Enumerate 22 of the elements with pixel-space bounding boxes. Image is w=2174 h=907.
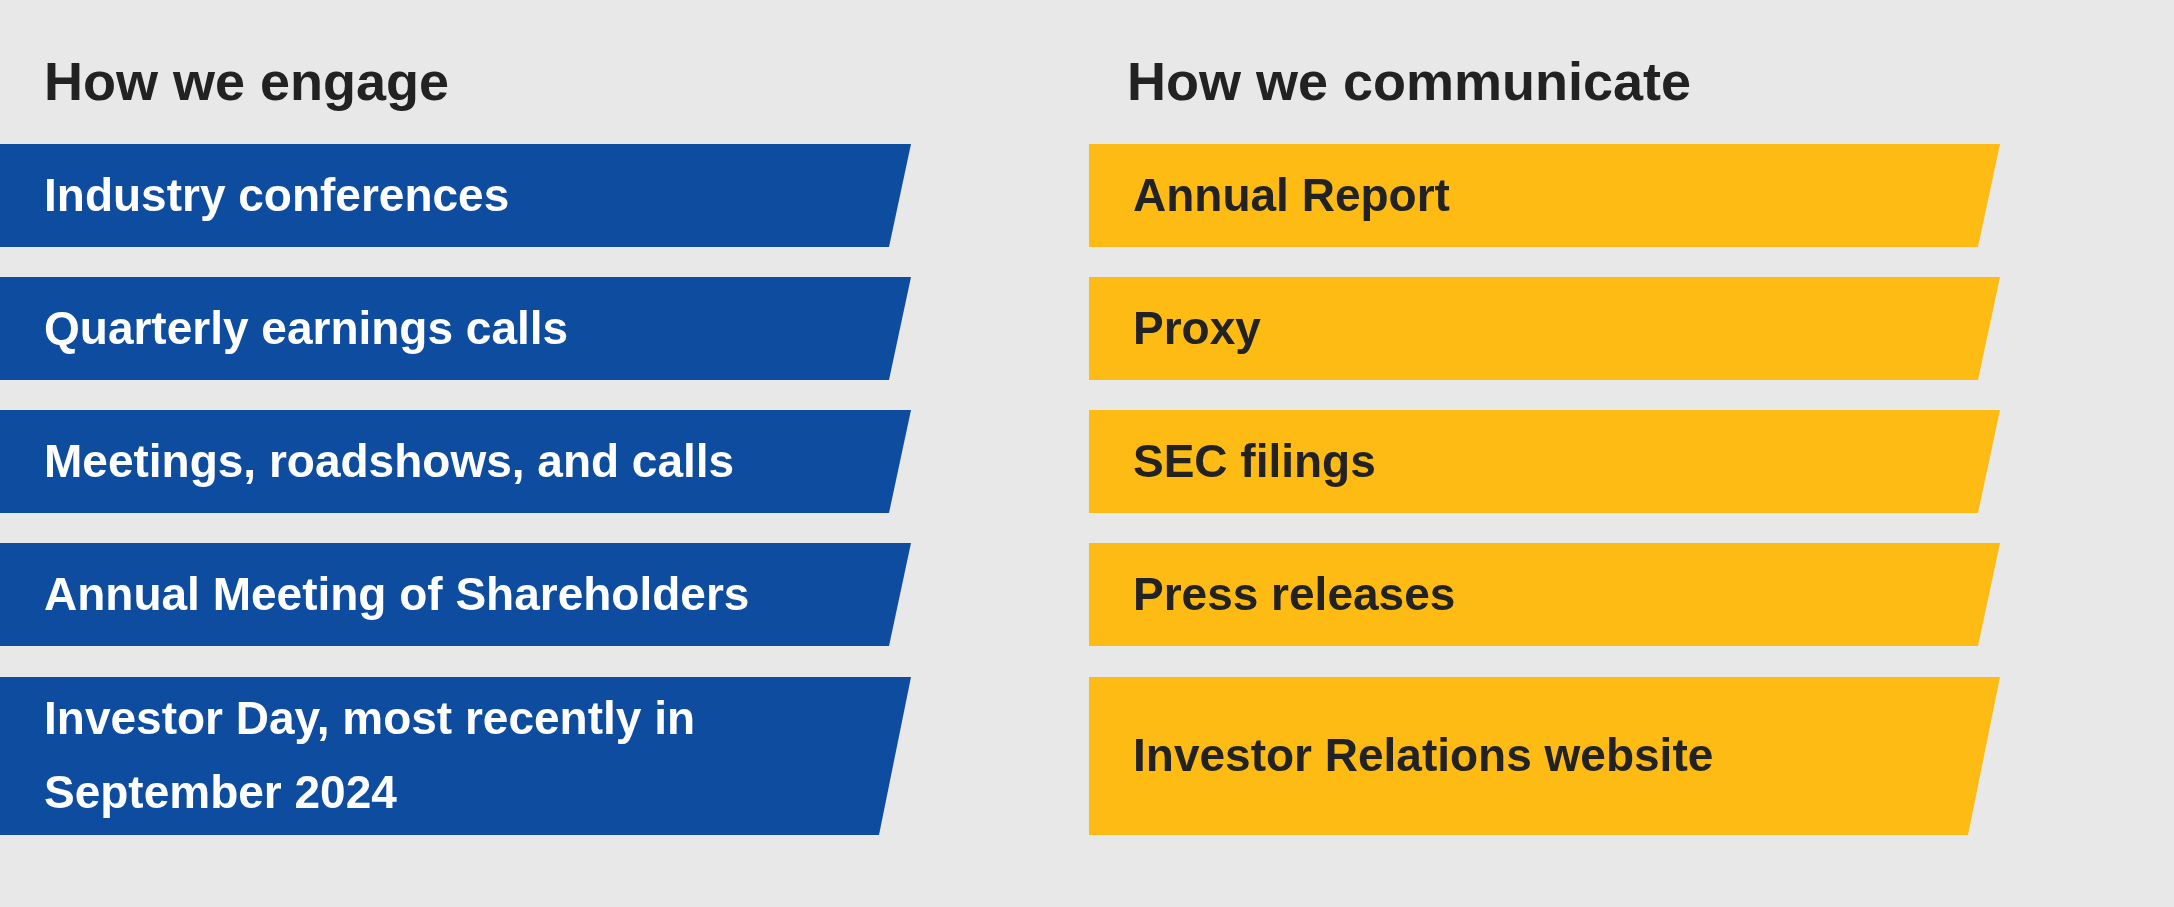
band-text: Press releases: [1133, 566, 1456, 622]
list-band: [0, 410, 911, 513]
list-band: [1089, 144, 2000, 247]
band-text: SEC filings: [1133, 433, 1376, 489]
band-text: Industry conferences: [44, 167, 510, 223]
list-band: [1089, 677, 2000, 835]
band-text: Investor Relations website: [1133, 728, 1714, 784]
list-band: [0, 543, 911, 646]
band-text: Investor Day, most recently in September 2024: [44, 691, 697, 820]
list-band: [0, 144, 911, 247]
list-band: [0, 677, 911, 835]
list-band: [1089, 543, 2000, 646]
band-text: Proxy: [1133, 300, 1261, 356]
list-band: [0, 277, 911, 380]
band-text: Meetings, roadshows, and calls: [44, 433, 735, 489]
band-text: Annual Report: [1133, 167, 1450, 223]
band-text: Quarterly earnings calls: [44, 300, 569, 356]
band-text: Annual Meeting of Shareholders: [44, 566, 750, 622]
list-band: [1089, 277, 2000, 380]
column-heading: How we engage: [44, 50, 450, 112]
column-heading: How we communicate: [1127, 50, 1692, 112]
list-band: [1089, 410, 2000, 513]
